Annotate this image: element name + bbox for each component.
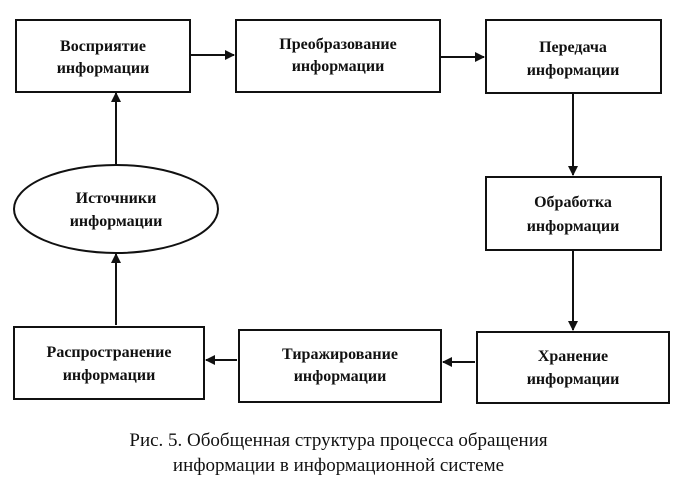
node-replication-line2: информации	[294, 368, 387, 385]
process-diagram: Восприятие информации Преобразование инф…	[13, 19, 670, 404]
node-processing: Обработка информации	[485, 176, 662, 251]
node-dissemination: Распространение информации	[13, 326, 205, 400]
node-sources: Источники информации	[13, 164, 219, 254]
node-processing-line1: Обработка	[534, 194, 612, 211]
node-storage: Хранение информации	[476, 331, 670, 404]
node-transformation: Преобразование информации	[235, 19, 441, 93]
node-perception-line2: информации	[57, 60, 150, 77]
node-sources-line2: информации	[70, 213, 163, 230]
figure-caption-line1: Рис. 5. Обобщенная структура процесса об…	[129, 430, 548, 451]
node-dissemination-line1: Распространение	[47, 344, 172, 361]
node-replication: Тиражирование информации	[238, 329, 442, 403]
node-perception-line1: Восприятие	[60, 38, 146, 55]
node-dissemination-line2: информации	[63, 367, 156, 384]
node-transformation-line2: информации	[292, 58, 385, 75]
node-perception: Восприятие информации	[15, 19, 191, 93]
node-storage-line1: Хранение	[538, 348, 608, 365]
node-sources-line1: Источники	[76, 190, 157, 207]
node-transformation-line1: Преобразование	[279, 36, 396, 53]
node-processing-line2: информации	[527, 218, 620, 235]
node-replication-line1: Тиражирование	[282, 346, 398, 363]
node-transmission-line2: информации	[527, 62, 620, 79]
figure-caption-line2: информации в информационной системе	[172, 455, 505, 476]
arrows	[111, 50, 578, 367]
node-transmission-line1: Передача	[539, 39, 607, 56]
node-transmission: Передача информации	[485, 19, 662, 94]
node-storage-line2: информации	[527, 371, 620, 388]
figure-caption: Рис. 5. Обобщенная структура процесса об…	[0, 428, 677, 478]
